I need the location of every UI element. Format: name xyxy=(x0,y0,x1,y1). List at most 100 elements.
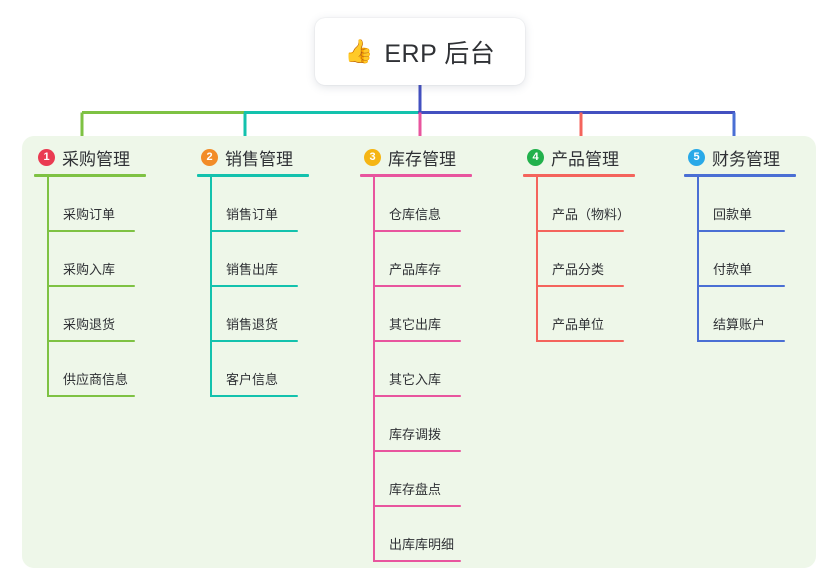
module-item-label: 销售订单 xyxy=(226,207,279,222)
module-column-1: 1 采购管理采购订单采购入库采购退货供应商信息 xyxy=(34,144,194,397)
module-title: 销售管理 xyxy=(225,149,293,169)
module-header-1[interactable]: 1 采购管理 xyxy=(34,144,194,170)
module-stem-line xyxy=(697,177,699,342)
module-item[interactable]: 库存盘点 xyxy=(373,452,520,507)
module-item[interactable]: 结算账户 xyxy=(697,287,839,342)
module-item[interactable]: 回款单 xyxy=(697,177,839,232)
module-item[interactable]: 采购退货 xyxy=(47,287,194,342)
module-item-label: 其它出库 xyxy=(389,317,442,332)
module-item-underline xyxy=(373,230,461,232)
module-column-2: 2 销售管理销售订单销售出库销售退货客户信息 xyxy=(197,144,357,397)
module-title: 财务管理 xyxy=(712,149,780,169)
module-item[interactable]: 付款单 xyxy=(697,232,839,287)
module-stem-line xyxy=(210,177,212,397)
module-item-underline xyxy=(373,505,461,507)
module-item[interactable]: 销售订单 xyxy=(210,177,357,232)
module-index-badge: 1 xyxy=(38,148,55,166)
module-item-underline xyxy=(47,230,135,232)
module-item[interactable]: 采购入库 xyxy=(47,232,194,287)
module-item-label: 采购退货 xyxy=(63,317,116,332)
module-item-underline xyxy=(210,340,298,342)
module-header-underline xyxy=(523,174,635,177)
module-item-label: 库存盘点 xyxy=(389,482,442,497)
module-item-underline xyxy=(47,340,135,342)
module-title: 库存管理 xyxy=(388,149,456,169)
module-item-label: 仓库信息 xyxy=(389,207,442,222)
module-item-label: 产品分类 xyxy=(552,262,605,277)
module-items: 仓库信息产品库存其它出库其它入库库存调拨库存盘点出库库明细 xyxy=(360,177,520,562)
module-item-label: 回款单 xyxy=(713,207,753,222)
module-item[interactable]: 供应商信息 xyxy=(47,342,194,397)
module-item-underline xyxy=(47,285,135,287)
module-item-underline xyxy=(373,560,461,562)
module-item[interactable]: 其它出库 xyxy=(373,287,520,342)
module-item-underline xyxy=(47,395,135,397)
module-item[interactable]: 库存调拨 xyxy=(373,397,520,452)
module-item-underline xyxy=(210,395,298,397)
thumbs-up-icon: 👍 xyxy=(344,38,374,64)
module-index-badge: 4 xyxy=(527,148,544,166)
module-item-underline xyxy=(373,450,461,452)
module-item[interactable]: 销售退货 xyxy=(210,287,357,342)
module-item[interactable]: 产品单位 xyxy=(536,287,683,342)
module-title: 产品管理 xyxy=(551,149,619,169)
module-item-underline xyxy=(536,340,624,342)
module-index-badge: 3 xyxy=(364,148,381,166)
module-item-underline xyxy=(373,285,461,287)
module-item-underline xyxy=(697,340,785,342)
module-item-underline xyxy=(210,285,298,287)
module-stem-line xyxy=(536,177,538,342)
modules-panel xyxy=(22,136,816,568)
module-column-4: 4 产品管理产品（物料） 产品分类产品单位 xyxy=(523,144,683,342)
root-node-card[interactable]: 👍 ERP 后台 xyxy=(315,18,525,85)
module-item-label: 供应商信息 xyxy=(63,372,129,387)
module-item-label: 产品（物料） xyxy=(552,207,631,222)
module-item[interactable]: 客户信息 xyxy=(210,342,357,397)
module-column-3: 3 库存管理仓库信息产品库存其它出库其它入库库存调拨库存盘点出库库明细 xyxy=(360,144,520,562)
module-item[interactable]: 仓库信息 xyxy=(373,177,520,232)
module-header-2[interactable]: 2 销售管理 xyxy=(197,144,357,170)
module-item-underline xyxy=(536,230,624,232)
module-item[interactable]: 其它入库 xyxy=(373,342,520,397)
module-item-label: 采购入库 xyxy=(63,262,116,277)
module-item[interactable]: 销售出库 xyxy=(210,232,357,287)
module-header-4[interactable]: 4 产品管理 xyxy=(523,144,683,170)
module-item-underline xyxy=(373,340,461,342)
module-item-label: 采购订单 xyxy=(63,207,116,222)
module-item[interactable]: 产品（物料） xyxy=(536,177,683,232)
module-stem-line xyxy=(373,177,375,562)
module-items: 回款单付款单结算账户 xyxy=(684,177,839,342)
module-item-label: 库存调拨 xyxy=(389,427,442,442)
module-header-underline xyxy=(360,174,472,177)
module-header-underline xyxy=(684,174,796,177)
module-items: 产品（物料） 产品分类产品单位 xyxy=(523,177,683,342)
module-item-underline xyxy=(210,230,298,232)
module-item[interactable]: 产品库存 xyxy=(373,232,520,287)
module-item[interactable]: 出库库明细 xyxy=(373,507,520,562)
module-item-underline xyxy=(373,395,461,397)
root-node-title: ERP 后台 xyxy=(384,39,496,68)
module-item-label: 客户信息 xyxy=(226,372,279,387)
root-node-content: 👍 ERP 后台 xyxy=(345,34,496,70)
module-item-underline xyxy=(697,285,785,287)
module-item-underline xyxy=(536,285,624,287)
module-item-label: 销售出库 xyxy=(226,262,279,277)
module-header-3[interactable]: 3 库存管理 xyxy=(360,144,520,170)
module-header-underline xyxy=(197,174,309,177)
module-item[interactable]: 产品分类 xyxy=(536,232,683,287)
module-item-label: 产品单位 xyxy=(552,317,605,332)
module-item-label: 付款单 xyxy=(713,262,753,277)
module-item[interactable]: 采购订单 xyxy=(47,177,194,232)
module-header-underline xyxy=(34,174,146,177)
module-items: 采购订单采购入库采购退货供应商信息 xyxy=(34,177,194,397)
module-item-label: 出库库明细 xyxy=(389,537,455,552)
module-title: 采购管理 xyxy=(62,149,130,169)
module-index-badge: 2 xyxy=(201,148,218,166)
module-stem-line xyxy=(47,177,49,397)
module-items: 销售订单销售出库销售退货客户信息 xyxy=(197,177,357,397)
module-item-underline xyxy=(697,230,785,232)
module-item-label: 其它入库 xyxy=(389,372,442,387)
